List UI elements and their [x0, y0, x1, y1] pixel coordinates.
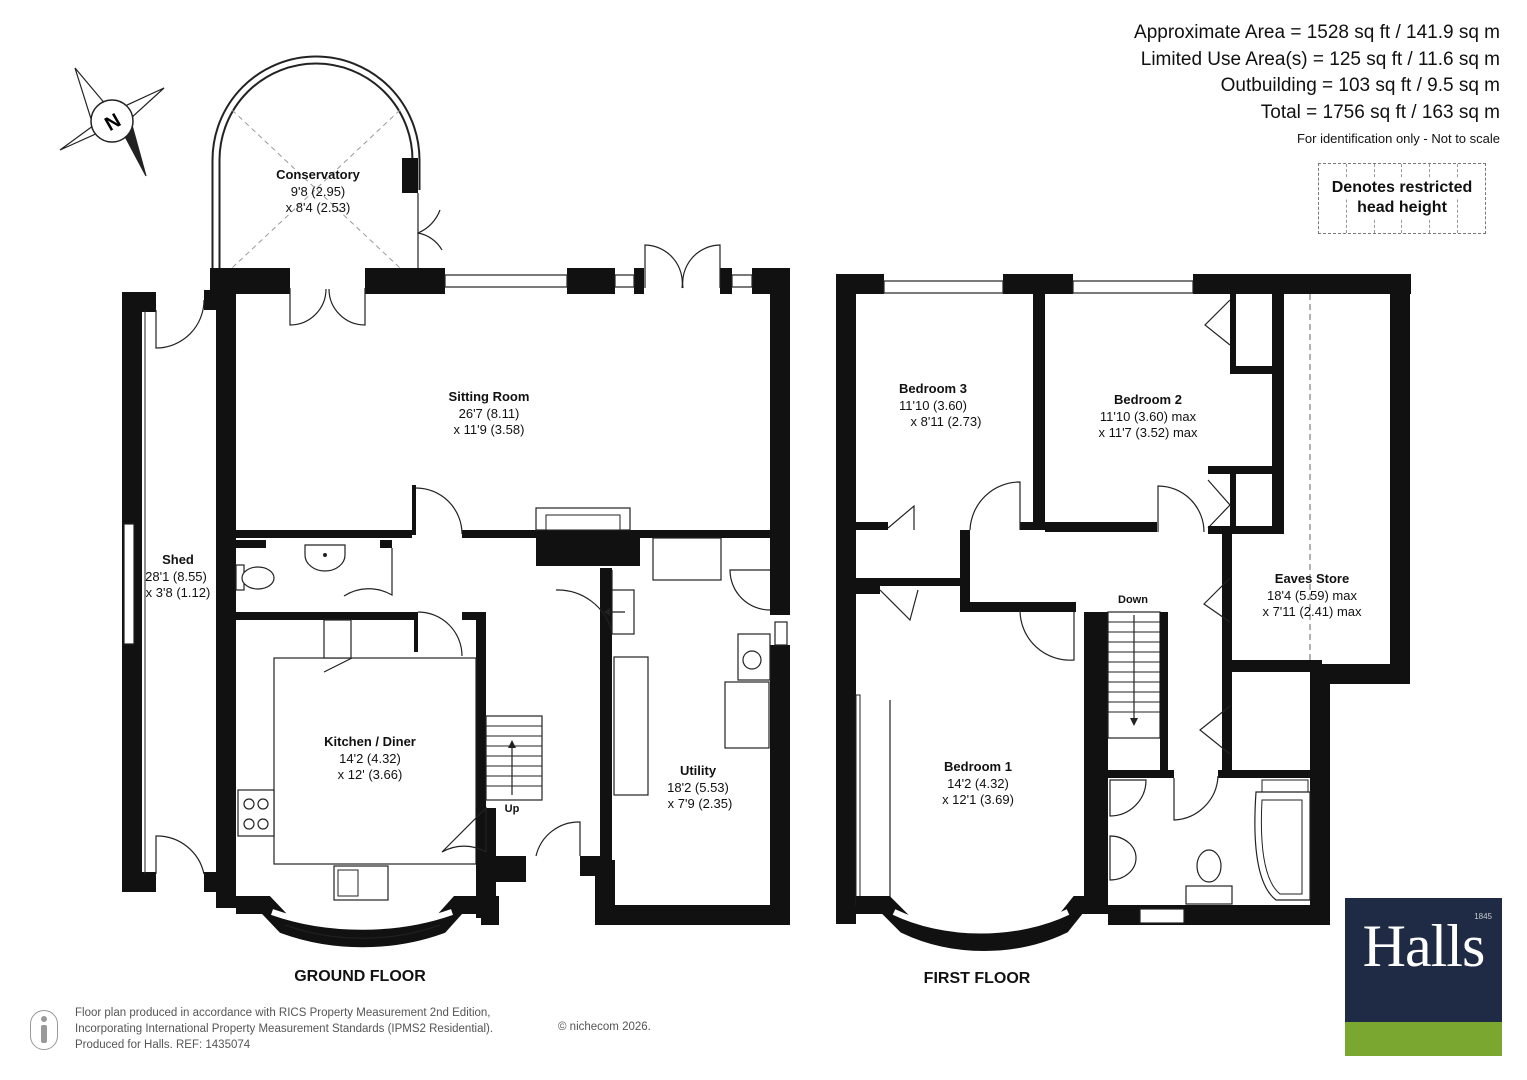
bedroom3-label: Bedroom 3 11'10 (3.60) x 8'11 (2.73) — [899, 381, 981, 429]
room-dimension: 14'2 (4.32) — [339, 751, 401, 766]
room-dimension: 14'2 (4.32) — [947, 776, 1009, 791]
room-dimension: x 7'9 (2.35) — [668, 796, 733, 811]
utility-label: Utility 18'2 (5.53) x 7'9 (2.35) — [667, 763, 732, 811]
footer-line: Produced for Halls. REF: 1435074 — [75, 1039, 251, 1051]
first-floor-title: FIRST FLOOR — [924, 970, 1031, 987]
bedroom1-label: Bedroom 1 14'2 (4.32) x 12'1 (3.69) — [942, 759, 1014, 807]
copyright-text: © nichecom 2026. — [558, 1021, 651, 1033]
outbuilding-area: Outbuilding = 103 sq ft / 9.5 sq m — [1220, 75, 1500, 96]
eaves-store-label: Eaves Store 18'4 (5.59) max x 7'11 (2.41… — [1262, 571, 1362, 619]
legend-line: Denotes restricted — [1329, 178, 1475, 198]
room-name: Utility — [680, 763, 717, 778]
room-dimension: x 3'8 (1.12) — [146, 585, 211, 600]
sitting-room-label: Sitting Room 26'7 (8.11) x 11'9 (3.58) — [449, 389, 530, 437]
logo-name: Halls — [1362, 913, 1486, 979]
person-icon — [30, 1010, 58, 1050]
room-name: Bedroom 3 — [899, 381, 967, 396]
first-floor-plan — [836, 274, 1411, 951]
stairs-down-label: Down — [1118, 594, 1148, 606]
room-name: Bedroom 2 — [1114, 392, 1182, 407]
stairs-up-label: Up — [505, 803, 520, 815]
area-summary: Approximate Area = 1528 sq ft / 141.9 sq… — [1134, 20, 1500, 146]
room-name: Conservatory — [276, 167, 361, 182]
room-name: Eaves Store — [1275, 571, 1349, 586]
logo-year: 1845 — [1474, 912, 1492, 921]
logo-green-bar — [1345, 1022, 1502, 1056]
footer-line: Floor plan produced in accordance with R… — [75, 1007, 491, 1019]
room-dimension: x 11'9 (3.58) — [454, 422, 525, 437]
room-dimension: 26'7 (8.11) — [459, 406, 520, 421]
limited-use-area: Limited Use Area(s) = 125 sq ft / 11.6 s… — [1140, 48, 1500, 70]
room-dimension: x 12'1 (3.69) — [942, 792, 1014, 807]
north-compass-icon: N — [59, 67, 165, 177]
room-dimension: 9'8 (2.95) — [291, 184, 346, 199]
room-dimension: x 8'11 (2.73) — [911, 414, 982, 429]
restricted-height-legend: Denotes restricted head height — [1318, 163, 1486, 234]
room-dimension: x 7'11 (2.41) max — [1262, 604, 1362, 619]
conservatory-label: Conservatory 9'8 (2.95) x 8'4 (2.53) — [276, 167, 361, 215]
bedroom2-label: Bedroom 2 11'10 (3.60) max x 11'7 (3.52)… — [1098, 392, 1198, 440]
ground-floor-plan — [122, 55, 790, 948]
room-dimension: 28'1 (8.55) — [145, 569, 207, 584]
footer-line: Incorporating International Property Mea… — [75, 1023, 494, 1035]
kitchen-diner-label: Kitchen / Diner 14'2 (4.32) x 12' (3.66) — [324, 734, 416, 782]
room-dimension: 11'10 (3.60) — [899, 398, 967, 413]
room-dimension: 18'4 (5.59) max — [1267, 588, 1357, 603]
total-area: Total = 1756 sq ft / 163 sq m — [1260, 101, 1500, 123]
room-dimension: 18'2 (5.53) — [667, 780, 729, 795]
halls-logo: Halls 1845 — [1345, 898, 1502, 1056]
legend-line: head height — [1355, 198, 1449, 218]
footer-notes: Floor plan produced in accordance with R… — [75, 1005, 493, 1053]
room-name: Sitting Room — [449, 389, 530, 404]
room-dimension: x 8'4 (2.53) — [286, 200, 351, 215]
approximate-area: Approximate Area = 1528 sq ft / 141.9 sq… — [1134, 22, 1500, 43]
legend-text: Denotes restricted head height — [1319, 178, 1485, 218]
ground-floor-title: GROUND FLOOR — [294, 968, 426, 985]
room-name: Kitchen / Diner — [324, 734, 416, 749]
room-dimension: x 11'7 (3.52) max — [1098, 425, 1198, 440]
scale-note: For identification only - Not to scale — [1296, 131, 1500, 146]
room-dimension: 11'10 (3.60) max — [1100, 409, 1197, 424]
room-dimension: x 12' (3.66) — [338, 767, 403, 782]
room-name: Shed — [162, 552, 194, 567]
shed-label: Shed 28'1 (8.55) x 3'8 (1.12) — [145, 552, 210, 600]
room-name: Bedroom 1 — [944, 759, 1012, 774]
